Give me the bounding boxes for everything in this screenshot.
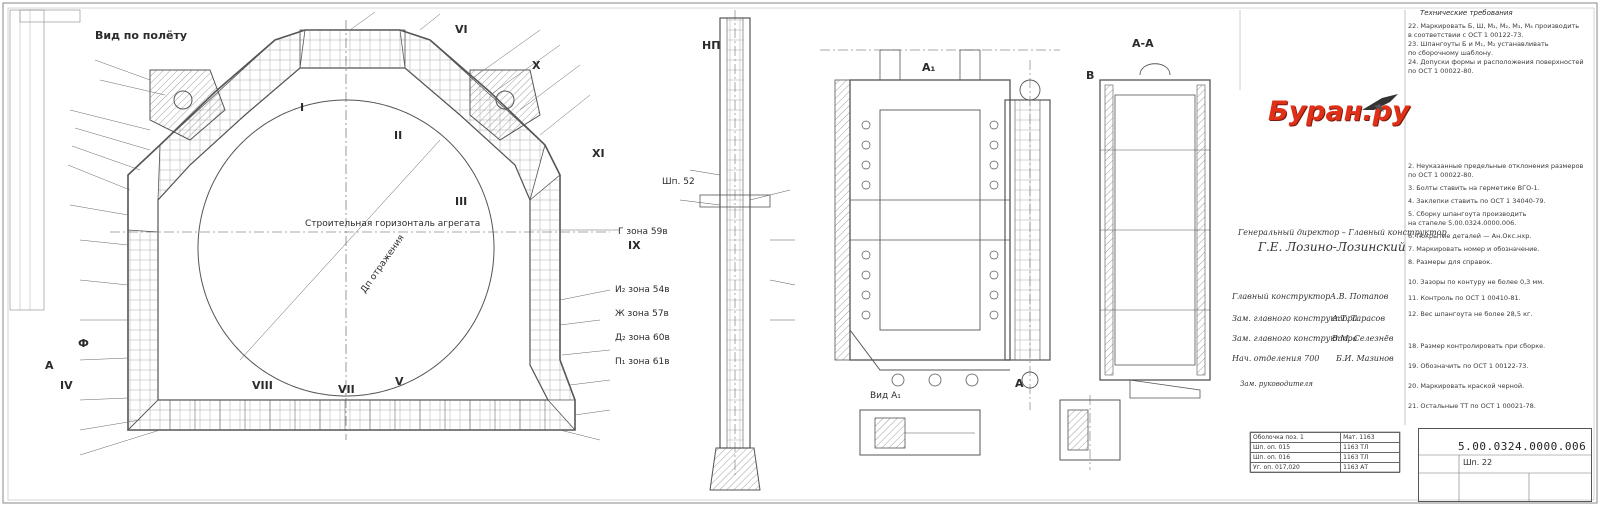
table-cell: 1163 ТЛ	[1340, 452, 1400, 463]
department-head-name: Б.И. Мазинов	[1336, 354, 1394, 363]
note-line: 3. Болты ставить на герметике ВГО-1.	[1408, 184, 1540, 192]
general-designer-title: Генеральный директор – Главный конструкт…	[1238, 228, 1447, 237]
marker-f: Ф	[78, 337, 89, 350]
frame-right-label: Шп. 22	[1463, 458, 1493, 467]
document-number: 5.00.0324.0000.006	[1458, 440, 1587, 453]
marker-v: V	[395, 375, 404, 388]
deputy-2-title: Зам. главного конструктора	[1232, 334, 1358, 343]
department-head-title: Нач. отделения 700	[1232, 354, 1320, 363]
table-cell: Шп. оп. 016	[1249, 452, 1342, 463]
approved-title: Зам. руководителя	[1240, 380, 1313, 388]
marker-a-right: А	[1015, 377, 1024, 390]
zone-p1: П₁ зона 61в	[615, 357, 670, 367]
marker-viii: VIII	[252, 379, 273, 392]
marker-ix: IX	[628, 239, 641, 252]
zone-zh: Ж зона 57в	[615, 309, 669, 319]
view-a1-lower-label: Вид А₁	[870, 391, 901, 401]
section-aa-view	[1004, 60, 1051, 410]
section-aa-label: А-А	[1132, 37, 1154, 50]
note-line: 21. Остальные ТТ по ОСТ 1 00021-78.	[1408, 402, 1536, 410]
deputy-1-name: А.Т. Тарасов	[1332, 314, 1385, 323]
note-line: по ОСТ 1 00022-80.	[1408, 67, 1474, 75]
marker-vi: VI	[455, 23, 468, 36]
tech-requirements-title: Технические требования	[1420, 9, 1513, 17]
section-b-label: В	[1086, 69, 1095, 82]
marker-ii: II	[394, 129, 403, 142]
note-line: в соответствии с ОСТ 1 00122-73.	[1408, 31, 1524, 39]
table-cell: Уг. оп. 017,020	[1249, 462, 1342, 473]
marker-a: А	[45, 359, 54, 372]
section-b-view	[1099, 63, 1211, 399]
marker-iii: III	[455, 195, 468, 208]
note-line: 4. Заклепки ставить по ОСТ 1 34040-79.	[1408, 197, 1546, 205]
general-designer-name: Г.Е. Лозино-Лозинский	[1258, 240, 1406, 254]
buran-logo: Буран.ру	[1268, 92, 1410, 138]
note-line: 19. Обозначить по ОСТ 1 00122-73.	[1408, 362, 1529, 370]
title-block: Шп. 22	[1418, 428, 1592, 502]
marker-vii: VII	[338, 383, 355, 396]
chief-designer-title: Главный конструктор	[1232, 292, 1331, 301]
marker-x: X	[532, 59, 541, 72]
view-a1-detail	[859, 395, 1121, 470]
note-line: 20. Маркировать краской черной.	[1408, 382, 1525, 390]
note-line: 11. Контроль по ОСТ 1 00410-81.	[1408, 294, 1521, 302]
marker-iv: IV	[60, 379, 73, 392]
note-line: 8. Размеры для справок.	[1408, 258, 1493, 266]
notes-list: 22. Маркировать Б, Ш, М₁, М₂, М₃, М₄ про…	[1408, 22, 1594, 422]
deputy-2-name: В.М. Селезнёв	[1332, 334, 1394, 343]
section-np-label: НП	[702, 39, 721, 52]
note-line: на стапеле 5.00.0324.0000.006.	[1408, 219, 1517, 227]
note-line: 12. Вес шпангоута не более 28,5 кг.	[1408, 310, 1533, 318]
note-line: по ОСТ 1 00022-80.	[1408, 171, 1474, 179]
note-line: 10. Зазоры по контуру не более 0,3 мм.	[1408, 278, 1545, 286]
view-a1-label: А₁	[922, 61, 936, 74]
note-line: 5. Сборку шпангоута производить	[1408, 210, 1527, 218]
note-line: 23. Шпангоуты Б и М₁, М₂ устанавливать	[1408, 40, 1549, 48]
main-frame-view	[110, 20, 610, 440]
table-cell: Оболочка поз. 1	[1249, 432, 1342, 443]
table-cell: Мат. 1163	[1340, 432, 1400, 443]
symmetry-axis-label: Строительная горизонталь агрегата	[305, 219, 481, 229]
leader-lines-left	[67, 59, 166, 456]
note-line: 7. Маркировать номер и обозначение.	[1408, 245, 1540, 253]
marker-xi: XI	[592, 147, 605, 160]
left-stamp-strip	[9, 9, 81, 311]
note-line: 18. Размер контролировать при сборке.	[1408, 342, 1546, 350]
note-line: по сборочному шаблону.	[1408, 49, 1494, 57]
view-top-label: Вид по полёту	[95, 29, 188, 42]
section-np-view	[820, 49, 1060, 387]
note-line: 2. Неуказанные предельные отклонения раз…	[1408, 162, 1584, 170]
zone-g: Г зона 59в	[618, 227, 668, 237]
note-line: 24. Допуски формы и расположения поверхн…	[1408, 58, 1584, 66]
note-line: 6. Покрытие деталей — Ан.Окс.нхр.	[1408, 232, 1532, 240]
shuttle-icon	[1362, 94, 1398, 112]
deputy-1-title: Зам. главного конструктора	[1232, 314, 1358, 323]
note-line: 22. Маркировать Б, Ш, М₁, М₂, М₃, М₄ про…	[1408, 22, 1580, 30]
notes-frame	[1239, 10, 1406, 425]
leader-lines-right	[349, 11, 620, 441]
table-cell: 1163 ТЛ	[1340, 442, 1400, 453]
profile-view	[679, 10, 796, 491]
table-cell: Шп. оп. 015	[1249, 442, 1342, 453]
marker-i: I	[300, 101, 305, 114]
frame-left-label: Шп. 52	[662, 177, 695, 187]
chief-designer-name: А.В. Потапов	[1330, 292, 1389, 301]
title-block-grid	[1419, 454, 1591, 501]
zone-d2: Д₂ зона 60в	[615, 333, 670, 343]
table-cell: 1163 АТ	[1340, 462, 1400, 473]
zone-i2: И₂ зона 54в	[615, 285, 670, 295]
